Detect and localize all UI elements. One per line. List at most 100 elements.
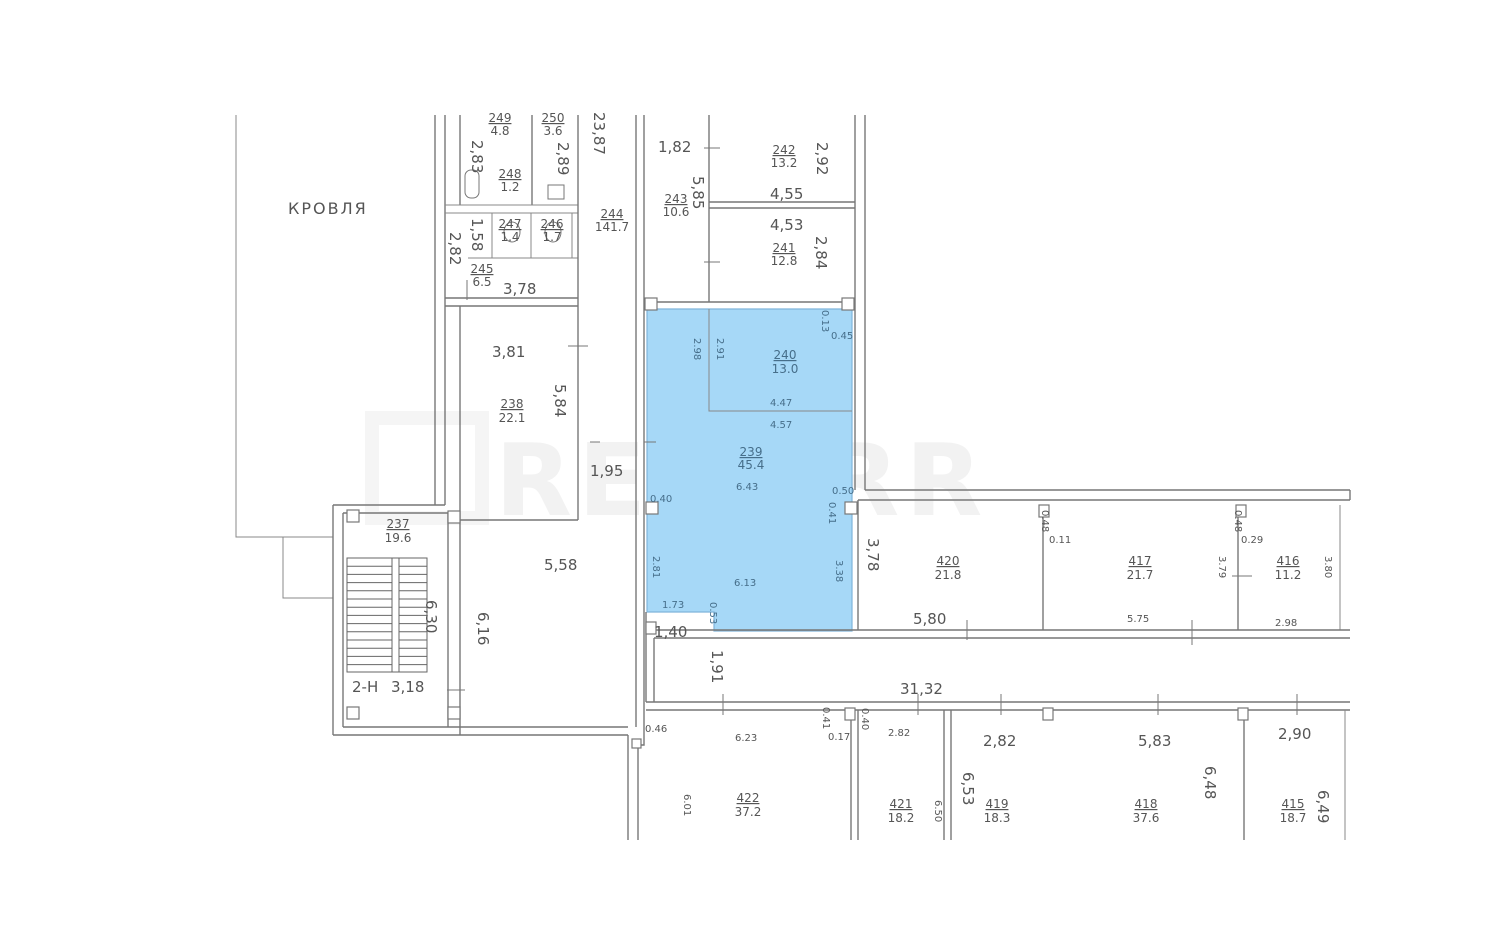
staircase[interactable]: 2-Н [346,557,428,696]
dim-label: 2,82 [446,232,464,265]
dim-label: 4,55 [770,185,803,203]
dim-label: 5,83 [1138,732,1171,750]
svg-text:1.7: 1.7 [542,230,561,244]
dim-label: 6.01 [681,794,692,816]
svg-text:1.4: 1.4 [500,230,519,244]
dim-label: 2,84 [812,236,830,269]
svg-text:18.2: 18.2 [888,811,915,825]
svg-text:240: 240 [774,348,797,362]
svg-text:249: 249 [489,111,512,125]
dim-label: 5,84 [551,384,569,417]
dim-label: 3,78 [503,280,536,298]
columns [346,297,1249,749]
dim-label: 0.48 [1232,510,1243,532]
dim-label: 0.46 [645,724,667,735]
dimension-labels: 2,83 2,89 23,87 1,82 2,92 5,85 4,55 4,53… [391,112,1332,823]
svg-text:18.3: 18.3 [984,811,1011,825]
svg-text:10.6: 10.6 [663,205,690,219]
dim-label: 6.50 [932,800,943,822]
dim-label: 2.91 [714,338,725,360]
dim-label: 0.40 [859,708,870,730]
svg-text:21.7: 21.7 [1127,568,1154,582]
svg-text:21.8: 21.8 [935,568,962,582]
dim-label: 0.50 [832,486,854,497]
dim-label: 4.47 [770,398,792,409]
dim-label: 0.13 [819,310,830,332]
dim-label: 5,58 [544,556,577,574]
dim-label: 0.53 [707,602,718,624]
svg-text:238: 238 [501,397,524,411]
svg-text:12.8: 12.8 [771,254,798,268]
dim-label: 3,18 [391,678,424,696]
dim-label: 0.17 [828,732,850,743]
dim-label: 31,32 [900,680,943,698]
dim-label: 3.79 [1216,556,1227,578]
dim-label: 23,87 [590,112,608,155]
svg-text:422: 422 [737,791,760,805]
svg-text:237: 237 [387,517,410,531]
svg-text:416: 416 [1277,554,1300,568]
dim-label: 2,83 [468,140,486,173]
svg-text:1.2: 1.2 [500,180,519,194]
svg-text:418: 418 [1135,797,1158,811]
svg-text:244: 244 [601,207,624,221]
dim-label: 6,48 [1201,766,1219,799]
dim-label: 5,85 [689,176,707,209]
svg-text:11.2: 11.2 [1275,568,1302,582]
svg-text:13.0: 13.0 [772,362,799,376]
walls [332,115,1351,840]
svg-text:417: 417 [1129,554,1152,568]
dim-label: 1,58 [468,218,486,251]
svg-text:13.2: 13.2 [771,156,798,170]
svg-text:243: 243 [665,192,688,206]
svg-text:37.2: 37.2 [735,805,762,819]
dim-label: 6,16 [474,612,492,645]
svg-text:420: 420 [937,554,960,568]
dim-label: 2,82 [983,732,1016,750]
dim-label: 0.29 [1241,535,1263,546]
svg-text:241: 241 [773,241,796,255]
dim-label: 6.23 [735,733,757,744]
dim-label: 5.75 [1127,614,1149,625]
dim-label: 0.41 [826,502,837,524]
dim-label: 6,53 [959,772,977,805]
dim-label: 2.98 [691,338,702,360]
svg-text:4.8: 4.8 [490,124,509,138]
toilet-icon [464,169,565,243]
dim-label: 3.80 [1322,556,1333,578]
svg-text:419: 419 [986,797,1009,811]
svg-text:246: 246 [541,217,564,231]
dim-label: 1.73 [662,600,684,611]
stair-label: 2-Н [352,678,378,696]
dim-label: 3.38 [833,560,844,582]
svg-text:6.5: 6.5 [472,275,491,289]
dim-label: 0.41 [820,707,831,729]
dim-label: 6.13 [734,578,756,589]
dim-label: 6.43 [736,482,758,493]
svg-text:242: 242 [773,143,796,157]
